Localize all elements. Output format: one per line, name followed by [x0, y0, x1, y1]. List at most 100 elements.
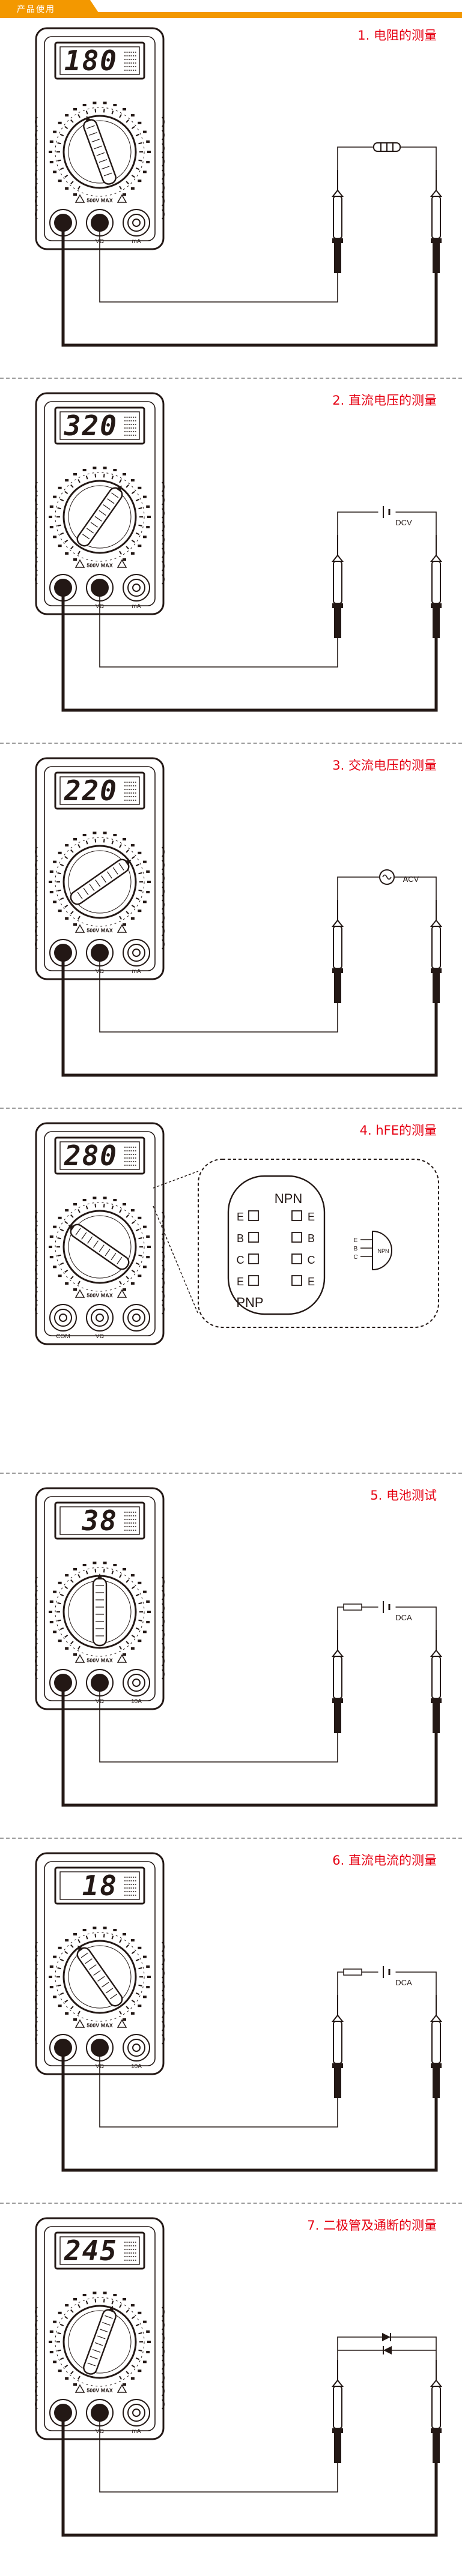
- dial-range-mark: [113, 469, 117, 472]
- black-probe-handle[interactable]: [431, 2386, 441, 2429]
- pin-hole[interactable]: [248, 1232, 259, 1243]
- plugged-jack[interactable]: [54, 2039, 72, 2057]
- red-probe-guard: [331, 554, 344, 562]
- dial-range-mark: [73, 923, 77, 926]
- black-probe-boot: [433, 2068, 440, 2098]
- pin-hole[interactable]: [248, 1210, 259, 1221]
- dial-range-mark: [123, 1932, 126, 1935]
- black-probe-handle[interactable]: [431, 926, 441, 969]
- plugged-jack[interactable]: [91, 214, 109, 232]
- plugged-jack[interactable]: [91, 944, 109, 962]
- dial-range-mark: [103, 101, 107, 104]
- warning-icon: [117, 2019, 127, 2028]
- grip-right: [162, 1251, 165, 1262]
- dial-tick: [103, 839, 105, 843]
- dial-range-mark: [142, 130, 147, 133]
- dial-tick: [138, 159, 142, 161]
- knob-ridge: [92, 2349, 101, 2353]
- dial-range-mark: [58, 909, 62, 912]
- dial-range-mark: [103, 831, 107, 834]
- lcd-window: [59, 411, 140, 440]
- dial-tick: [119, 1645, 122, 1650]
- dial-range-mark: [130, 2304, 135, 2307]
- black-probe-handle[interactable]: [431, 2021, 441, 2064]
- dial-range-mark: [58, 1946, 62, 1949]
- grip-left: [35, 1994, 38, 2005]
- dial-tick: [135, 863, 140, 867]
- grip-left: [35, 209, 38, 220]
- diode-icon: [382, 2333, 391, 2341]
- dial-range-mark: [53, 170, 57, 173]
- black-probe-handle[interactable]: [431, 561, 441, 604]
- pin-hole[interactable]: [248, 1253, 259, 1264]
- dial-range-mark: [138, 121, 142, 124]
- dial-tick: [59, 133, 64, 137]
- plugged-jack[interactable]: [91, 579, 109, 597]
- pin-hole[interactable]: [291, 1232, 302, 1243]
- black-test-lead: [61, 2056, 438, 2172]
- dial-tick: [126, 546, 129, 550]
- pin-hole[interactable]: [291, 1210, 302, 1221]
- dial-range-mark: [146, 140, 150, 143]
- section-divider: [0, 2203, 462, 2204]
- grip-left: [35, 873, 38, 884]
- plugged-jack[interactable]: [54, 579, 72, 597]
- red-probe-handle[interactable]: [333, 2386, 342, 2429]
- red-probe-handle[interactable]: [333, 1656, 342, 1699]
- red-probe-handle[interactable]: [333, 926, 342, 969]
- dial-range-mark: [73, 472, 77, 475]
- plugged-jack[interactable]: [54, 214, 72, 232]
- plugged-jack[interactable]: [54, 2404, 72, 2422]
- black-probe-handle[interactable]: [431, 1656, 441, 1699]
- plugged-jack[interactable]: [91, 2039, 109, 2057]
- dial-range-mark: [147, 2341, 151, 2343]
- plugged-jack[interactable]: [91, 2404, 109, 2422]
- lcd-window: [59, 1871, 140, 1900]
- black-test-lead: [61, 2421, 438, 2537]
- red-probe-handle[interactable]: [333, 196, 342, 239]
- black-probe-ring: [431, 2063, 442, 2068]
- red-probe-handle[interactable]: [333, 561, 342, 604]
- pin-hole[interactable]: [248, 1275, 259, 1286]
- dial-tick: [59, 1228, 64, 1232]
- dial-tick: [135, 2357, 140, 2360]
- dial-tick: [119, 2010, 122, 2015]
- dial-range-mark: [65, 2304, 69, 2307]
- pin-hole[interactable]: [291, 1253, 302, 1264]
- dial-range-mark: [73, 558, 77, 561]
- plugged-jack[interactable]: [54, 1674, 72, 1692]
- dial-tick: [70, 1579, 74, 1583]
- grip-left: [35, 561, 38, 572]
- dial-tick: [94, 839, 97, 843]
- pin-hole[interactable]: [291, 1275, 302, 1286]
- knob-ridge: [87, 1236, 93, 1244]
- red-test-lead: [99, 231, 338, 303]
- dial-tick: [57, 1619, 61, 1621]
- warning-label: 500V MAX: [87, 563, 113, 569]
- dial-range-mark: [142, 1995, 147, 1998]
- dial-range-mark: [82, 104, 87, 107]
- dial-range-mark: [49, 1965, 53, 1968]
- warning-icon: [117, 924, 127, 933]
- plugged-jack[interactable]: [91, 1674, 109, 1692]
- grip-right: [162, 2306, 165, 2317]
- black-probe-boot: [433, 1703, 440, 1733]
- red-probe-handle[interactable]: [333, 2021, 342, 2064]
- grip-left: [35, 1981, 38, 1992]
- plugged-jack[interactable]: [54, 944, 72, 962]
- knob-ring: [68, 120, 132, 184]
- dial-range-mark: [53, 1590, 57, 1593]
- dial-range-mark: [58, 1216, 62, 1219]
- dial-range-mark: [93, 1561, 97, 1564]
- grip-left: [35, 547, 38, 558]
- black-probe-handle[interactable]: [431, 196, 441, 239]
- test-circuit: DCA: [61, 1601, 443, 1807]
- jack-hole: [96, 1314, 104, 1322]
- dial-range-mark: [53, 1225, 57, 1228]
- knob-arrow: [115, 485, 122, 492]
- grip-right: [162, 508, 165, 519]
- dial-tick: [138, 2349, 142, 2351]
- grip-right: [162, 1211, 165, 1222]
